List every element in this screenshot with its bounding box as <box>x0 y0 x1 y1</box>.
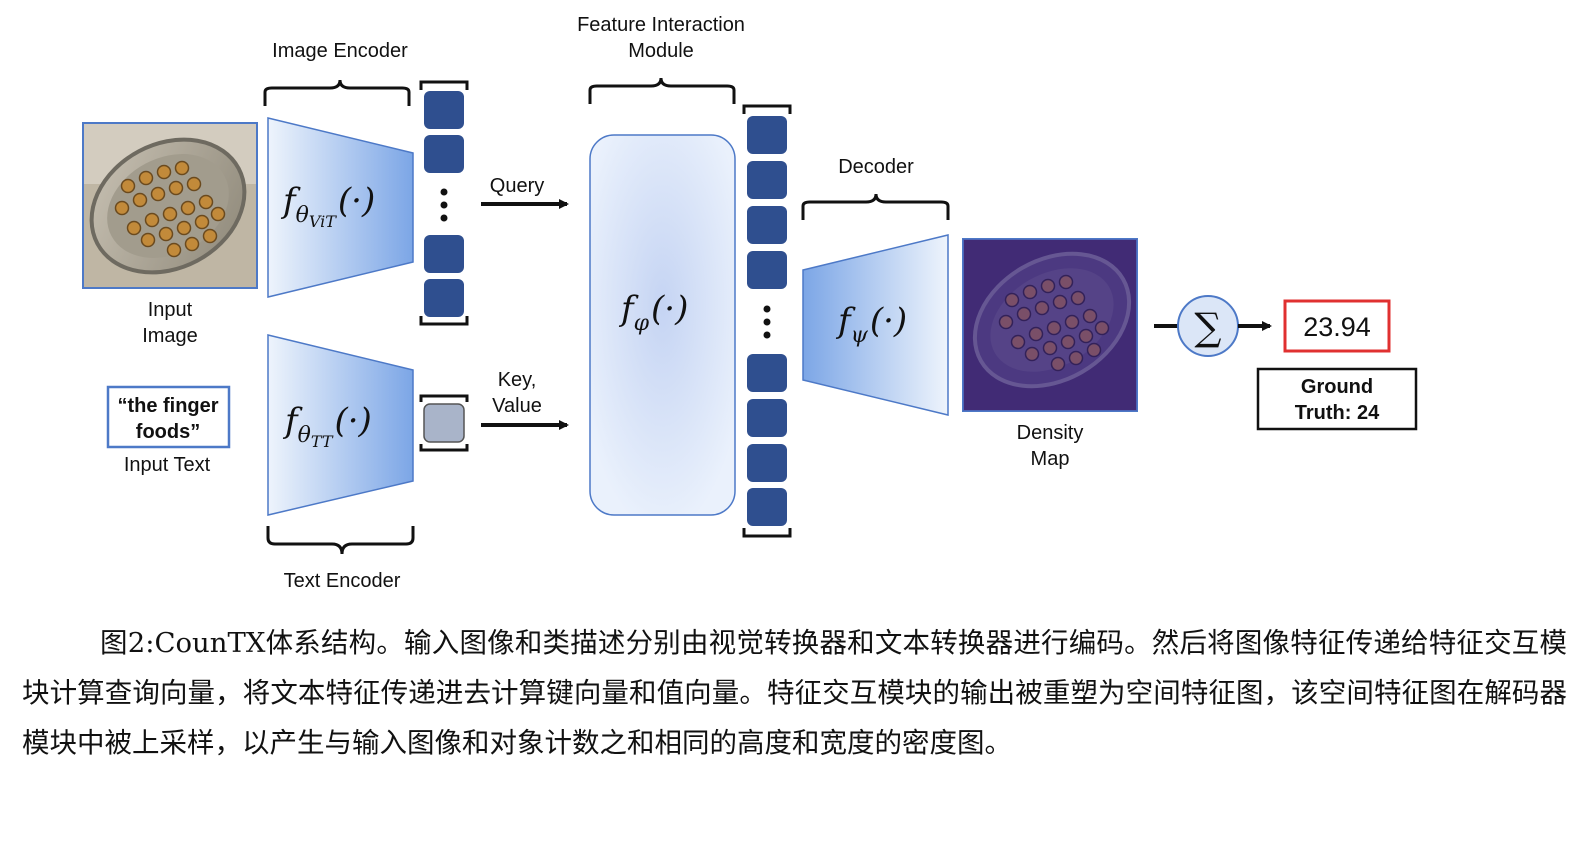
image-token <box>424 91 464 129</box>
snail-mark <box>156 164 172 180</box>
snail-mark <box>186 176 202 192</box>
snail-mark <box>168 180 184 196</box>
snail-mark <box>1004 292 1020 308</box>
snail-mark <box>120 178 136 194</box>
image-token <box>424 235 464 273</box>
countx-architecture-diagram: Image Encoder Input Image “the finger fo… <box>82 14 1418 592</box>
snail-mark <box>1070 290 1086 306</box>
feature-interaction-module-block <box>589 134 736 516</box>
input-text-label: Input Text <box>124 454 211 476</box>
feature-token <box>747 399 787 437</box>
snail-mark <box>144 212 160 228</box>
ground-truth-line2: Truth: 24 <box>1295 402 1380 424</box>
image-encoder-function: fθViT(·) <box>280 181 375 231</box>
feature-token <box>747 206 787 244</box>
feature-token <box>747 116 787 154</box>
snail-mark <box>998 314 1014 330</box>
input-image-label-line1: Input <box>148 299 193 321</box>
sum-icon: ∑ <box>1194 305 1221 349</box>
snail-mark <box>1040 278 1056 294</box>
snail-mark <box>1060 334 1076 350</box>
snail-mark <box>210 206 226 222</box>
feature-interaction-label-line2: Module <box>628 40 694 62</box>
ground-truth-box <box>1256 367 1418 431</box>
input-image-label-line2: Image <box>142 325 198 347</box>
figure-caption: 图2:CounTX体系结构。输入图像和类描述分别由视觉转换器和文本转换器进行编码… <box>22 627 1567 759</box>
snail-mark <box>1086 342 1102 358</box>
text-encoder-block <box>267 334 414 516</box>
feature-interaction-function: fφ(·) <box>618 289 688 336</box>
snail-mark <box>198 194 214 210</box>
snail-mark <box>1016 306 1032 322</box>
prediction-value: 23.94 <box>1303 312 1371 342</box>
image-encoder-block <box>267 117 414 298</box>
snail-mark <box>166 242 182 258</box>
snail-mark <box>174 160 190 176</box>
image-token <box>424 279 464 317</box>
decoder-brace <box>801 193 950 220</box>
input-text-box <box>106 385 231 449</box>
snail-mark <box>1078 328 1094 344</box>
snail-mark <box>1042 340 1058 356</box>
text-token <box>423 403 465 443</box>
density-map-label-line1: Density <box>1017 422 1084 444</box>
snail-mark <box>132 192 148 208</box>
key-label-line2: Value <box>492 395 542 417</box>
text-encoder-label: Text Encoder <box>284 570 401 592</box>
snail-mark <box>1068 350 1084 366</box>
snail-mark <box>1024 346 1040 362</box>
snail-mark <box>1050 356 1066 372</box>
decoder-label: Decoder <box>838 156 914 178</box>
snail-mark <box>194 214 210 230</box>
snail-mark <box>1058 274 1074 290</box>
snail-mark <box>126 220 142 236</box>
snail-mark <box>114 200 130 216</box>
prediction-box <box>1283 299 1391 353</box>
snail-mark <box>1052 294 1068 310</box>
density-map-label-line2: Map <box>1031 448 1070 470</box>
snail-mark <box>138 170 154 186</box>
query-label: Query <box>490 175 544 197</box>
feature-token <box>747 354 787 392</box>
snail-mark <box>1046 320 1062 336</box>
snail-mark <box>1022 284 1038 300</box>
snail-mark <box>1028 326 1044 342</box>
snail-mark <box>162 206 178 222</box>
feature-token <box>747 251 787 289</box>
decoder-function: fψ(·) <box>835 301 907 348</box>
input-image <box>82 122 258 289</box>
feature-token <box>747 161 787 199</box>
image-encoder-brace <box>263 79 411 106</box>
snail-mark <box>176 220 192 236</box>
image-encoder-label: Image Encoder <box>272 40 408 62</box>
output-token-column <box>742 104 792 538</box>
feature-token <box>747 444 787 482</box>
snail-mark <box>1034 300 1050 316</box>
key-label-line1: Key, <box>498 369 537 391</box>
text-token-column <box>419 394 469 452</box>
image-token <box>424 135 464 173</box>
snail-mark <box>1082 308 1098 324</box>
snail-mark <box>1064 314 1080 330</box>
text-encoder-brace <box>266 526 415 555</box>
snail-mark <box>140 232 156 248</box>
ground-truth-line1: Ground <box>1301 376 1373 398</box>
text-prompt-line1: “the finger <box>117 395 218 417</box>
feature-interaction-label-line1: Feature Interaction <box>577 14 745 36</box>
feature-token <box>747 488 787 526</box>
snail-mark <box>1094 320 1110 336</box>
snail-mark <box>150 186 166 202</box>
snail-mark <box>202 228 218 244</box>
snail-mark <box>1010 334 1026 350</box>
density-map-image <box>962 238 1138 412</box>
snail-mark <box>158 226 174 242</box>
feature-interaction-brace <box>588 77 736 104</box>
snail-mark <box>184 236 200 252</box>
image-token-column <box>419 80 469 326</box>
decoder-block <box>802 234 949 416</box>
text-prompt-line2: foods” <box>136 421 200 443</box>
snail-mark <box>180 200 196 216</box>
